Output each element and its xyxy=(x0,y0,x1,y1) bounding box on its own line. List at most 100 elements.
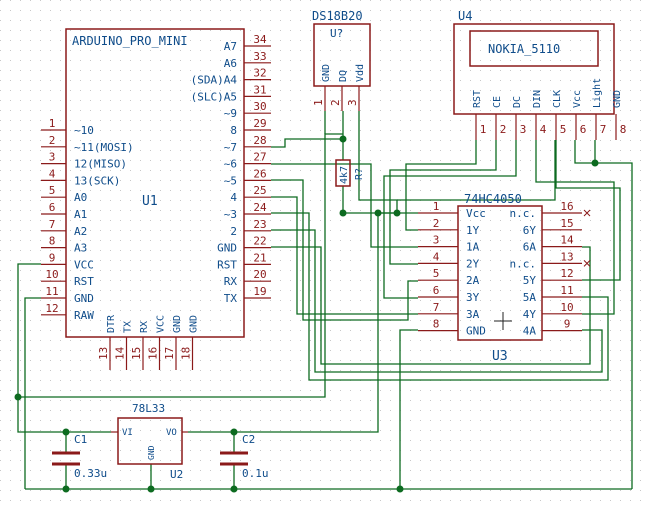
pin-number: 23 xyxy=(253,218,266,231)
pin-number: 17 xyxy=(163,347,176,360)
pin-number: 1 xyxy=(49,117,56,130)
u3-pin-4: 42Y xyxy=(418,250,480,270)
c1-value: 0.33u xyxy=(74,467,107,480)
r2-ref: R? xyxy=(354,168,365,180)
u3-pin-13: 13n.c. xyxy=(510,250,591,270)
pin-number: 3 xyxy=(520,123,527,136)
pin-number: 1 xyxy=(433,200,440,213)
u1-pin-32: 32(SDA)A4 xyxy=(191,67,271,87)
u7-title: DS18B20 xyxy=(312,9,363,23)
pin-number: 22 xyxy=(253,235,266,248)
pin-name: CE xyxy=(492,96,503,108)
u2-vo-label: VO xyxy=(166,428,177,438)
pin-number: 2 xyxy=(500,123,507,136)
u4-display-label: NOKIA_5110 xyxy=(488,42,560,56)
u2-title: 78L33 xyxy=(132,402,165,415)
pin-name: GND xyxy=(217,242,237,255)
u1-arduino: ARDUINO_PRO_MINI U1 1~102~11(MOSI)312(MI… xyxy=(41,28,271,370)
pin-name: ~11(MOSI) xyxy=(74,141,134,154)
pin-name: VCC xyxy=(74,258,94,271)
pin-number: 15 xyxy=(560,217,573,230)
d3-wire xyxy=(271,229,603,373)
nokia-din-wire xyxy=(535,140,615,315)
pin-name: 6A xyxy=(523,241,537,254)
u1-title: ARDUINO_PRO_MINI xyxy=(72,34,188,48)
pin-name: A6 xyxy=(224,57,237,70)
pin-name: n.c. xyxy=(510,207,537,220)
pin-number: 4 xyxy=(49,167,56,180)
junction-dot xyxy=(339,209,347,217)
pin-name: GND xyxy=(321,64,332,82)
pin-name: 4Y xyxy=(523,308,537,321)
u7-pin-2: 2DQ xyxy=(329,70,349,111)
pin-number: 8 xyxy=(620,123,627,136)
pin-number: 24 xyxy=(253,201,267,214)
pin-number: 14 xyxy=(560,234,574,247)
vcc-bus-wire xyxy=(18,133,343,398)
nokia-light-wire xyxy=(574,140,595,164)
u4-display xyxy=(469,30,599,67)
u4-ref: U4 xyxy=(458,9,472,23)
pin-number: 7 xyxy=(433,301,440,314)
junction-dot xyxy=(339,135,347,143)
u1-pin-3: 312(MISO) xyxy=(41,151,127,171)
r2-resistor: 4k7 R? xyxy=(335,159,365,187)
pin-number: 11 xyxy=(560,284,573,297)
junction-dot xyxy=(591,159,599,167)
c1-capacitor: C1 0.33u xyxy=(52,433,107,480)
nokia-dc-wire xyxy=(383,140,517,299)
pin-number: 8 xyxy=(433,318,440,331)
pin-number: 5 xyxy=(433,267,440,280)
u1-pin-26: 26 ~5 xyxy=(224,167,271,187)
wires xyxy=(17,111,633,490)
u3-gnd-wire xyxy=(399,329,418,489)
r2-body xyxy=(335,159,351,187)
pin-number: 26 xyxy=(253,167,266,180)
pin-name: A0 xyxy=(74,191,87,204)
pin-name: GND xyxy=(172,315,183,333)
ds-vdd-wire xyxy=(358,111,398,213)
u3-pin-5: 52A xyxy=(418,267,480,287)
pin-number: 10 xyxy=(45,268,58,281)
pin-name: TX xyxy=(224,292,238,305)
pin-name: TX xyxy=(123,321,134,333)
pin-number: 6 xyxy=(580,123,587,136)
pin-number: 7 xyxy=(49,218,56,231)
u3-pin-2: 21Y xyxy=(418,217,480,237)
r2-value: 4k7 xyxy=(339,166,350,184)
u3-title: 74HC4050 xyxy=(464,192,522,206)
pin-number: 4 xyxy=(433,250,440,263)
u2-vi-label: VI xyxy=(122,428,133,438)
u3-pin-14: 14 6A xyxy=(523,234,582,254)
pin-number: 25 xyxy=(253,184,266,197)
pin-name: ~5 xyxy=(224,174,237,187)
nokia-rst-wire xyxy=(405,140,477,231)
c2-capacitor: C2 0.1u xyxy=(220,433,269,480)
pin-name: GND xyxy=(74,292,94,305)
pin-name: 1A xyxy=(466,241,480,254)
pin-number: 7 xyxy=(600,123,607,136)
pin-name: ~9 xyxy=(224,107,237,120)
u3-pin-7: 7 3A xyxy=(418,301,480,321)
pin-number: 6 xyxy=(49,201,56,214)
u3-ref: U3 xyxy=(492,349,508,364)
pin-name: RST xyxy=(472,90,483,108)
pin-name: VCC xyxy=(156,315,167,333)
pin-name: GND xyxy=(189,315,200,333)
pin-name: 3A xyxy=(466,308,480,321)
u4-pin-2: 2 CE xyxy=(492,96,506,140)
u4-body xyxy=(453,23,615,115)
pin-number: 20 xyxy=(253,268,266,281)
